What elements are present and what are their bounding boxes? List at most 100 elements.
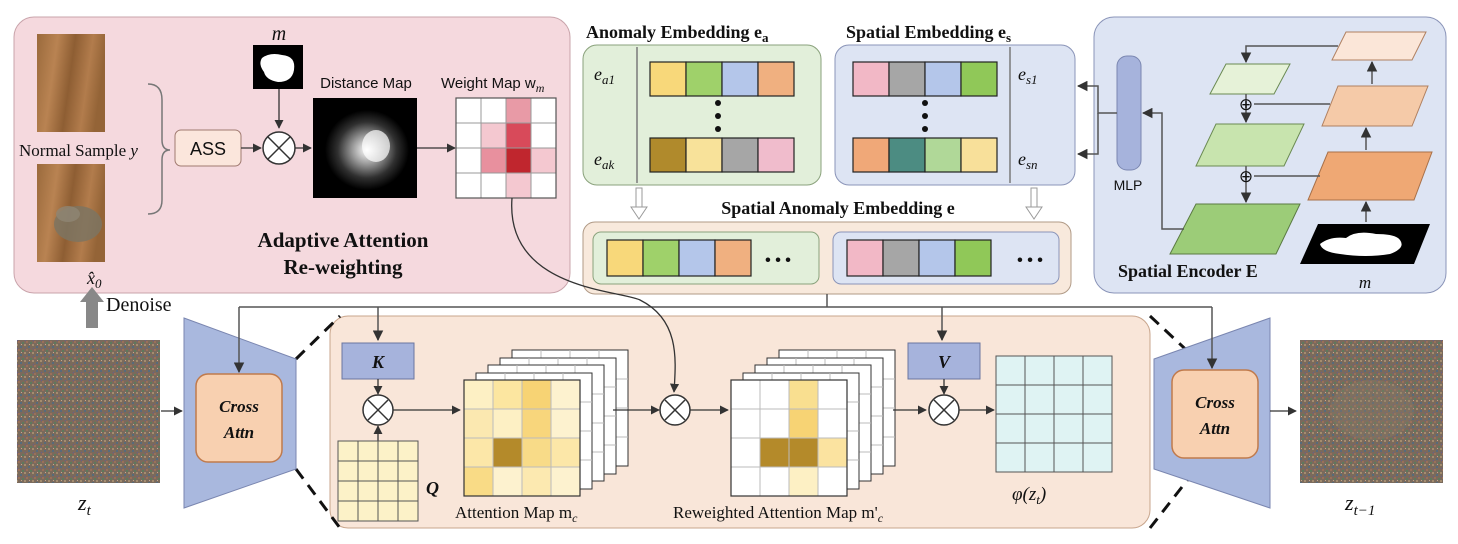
phi-cell (1024, 413, 1055, 444)
phi-cell (1024, 355, 1055, 386)
weight-map-cell (505, 147, 532, 174)
embedding-cell (685, 137, 723, 173)
weight-map-border (455, 97, 557, 199)
distance-map-label: Distance Map (320, 75, 412, 92)
embedding-cell (721, 61, 759, 97)
q-cell (397, 500, 419, 522)
zt1-label: zt−1 (1344, 490, 1375, 519)
weight-map-cell (530, 172, 557, 199)
attention-cell (788, 466, 819, 497)
phi-cell (1053, 442, 1084, 473)
attention-map-stack (463, 349, 629, 497)
q-cell (357, 440, 379, 462)
q-cell (397, 480, 419, 502)
zt-label: zt (77, 490, 92, 519)
sae-right-row (846, 239, 992, 277)
v-label: V (938, 352, 952, 372)
spatial-embedding-row-1 (852, 61, 998, 97)
attention-cell (492, 466, 523, 497)
q-cell (377, 480, 399, 502)
phi-cell (1024, 442, 1055, 473)
weight-map-cell (455, 122, 482, 149)
attention-cell (759, 379, 790, 410)
mask-m-label: m (272, 23, 286, 45)
encoder-green-mid (1195, 123, 1305, 167)
spatial-embedding-row-n (852, 137, 998, 173)
cross-attn-left-line2: Attn (223, 423, 254, 442)
v-block (907, 342, 981, 380)
normal-sample-image-top (37, 34, 105, 132)
anomaly-embedding-panel: ea1 eak (582, 44, 822, 186)
weight-map-cell (480, 147, 507, 174)
sae-left-ellipsis: • • • (765, 252, 791, 269)
phi-cell (995, 442, 1026, 473)
mlp-label: MLP (1114, 177, 1143, 193)
attention-cell (730, 437, 761, 468)
embedding-cell (642, 239, 680, 277)
attention-cell (521, 408, 552, 439)
weight-map-cell (455, 97, 482, 124)
weight-map-cell (455, 147, 482, 174)
attention-cell (817, 408, 848, 439)
embedding-cell (721, 137, 759, 173)
attention-cell (788, 437, 819, 468)
k-label: K (371, 352, 386, 372)
encoder-m-label: m (1359, 273, 1371, 292)
phi-cell (995, 413, 1026, 444)
attention-map-label: Attention Map mc (455, 503, 578, 525)
anomaly-embedding-row-k (649, 137, 795, 173)
q-label: Q (426, 478, 439, 498)
phi-cell (1053, 384, 1084, 415)
q-cell (357, 460, 379, 482)
attention-cell (788, 408, 819, 439)
phi-cell (1082, 384, 1113, 415)
attention-cell (463, 466, 494, 497)
embedding-cell (757, 61, 795, 97)
attention-cell (730, 466, 761, 497)
embedding-cell (606, 239, 644, 277)
q-cell (337, 480, 359, 502)
attention-cell (492, 437, 523, 468)
embedding-cell (924, 137, 962, 173)
q-cell (377, 460, 399, 482)
embedding-cell (918, 239, 956, 277)
zt1-noise-image (1300, 340, 1443, 483)
embedding-cell (888, 137, 926, 173)
attention-cell (759, 437, 790, 468)
q-cell (377, 440, 399, 462)
multiply-icon-v (928, 394, 960, 426)
embedding-cell (882, 239, 920, 277)
reweighted-attention-map-label: Reweighted Attention Map m'c (673, 503, 884, 525)
mlp-block (1116, 55, 1142, 171)
encoder-green-small (1209, 63, 1291, 95)
attention-cell (817, 379, 848, 410)
sae-right-ellipsis: • • • (1017, 252, 1043, 269)
cross-attn-right-line1: Cross (1195, 393, 1235, 412)
embedding-cell (852, 137, 890, 173)
attention-cell (492, 408, 523, 439)
attention-cell (788, 379, 819, 410)
plus-icon-upper: ⊕ (1239, 95, 1253, 114)
weight-map-cell (530, 97, 557, 124)
spatial-encoder-panel: MLP ⊕ ⊕ Spatial Encoder E m (1093, 16, 1447, 294)
embedding-cell (954, 239, 992, 277)
ass-label: ASS (190, 139, 226, 159)
attention-cell (463, 379, 494, 410)
embedding-cell (846, 239, 884, 277)
phi-cell (995, 384, 1026, 415)
q-cell (397, 440, 419, 462)
arp-title-line2: Re-weighting (284, 255, 403, 279)
q-cell (397, 460, 419, 482)
anomaly-e-a1-label: ea1 (594, 64, 615, 87)
stack-front-border (463, 379, 581, 497)
phi-output-grid (995, 355, 1113, 473)
spatial-anomaly-embedding-title: Spatial Anomaly Embedding e (721, 198, 955, 218)
encoder-green-large (1169, 203, 1301, 255)
cross-attn-right-line2: Attn (1199, 419, 1230, 438)
attention-cell (550, 379, 581, 410)
attention-cell (730, 379, 761, 410)
encoder-orange-small (1331, 31, 1427, 61)
sae-left-row (606, 239, 752, 277)
attention-cell (463, 437, 494, 468)
attention-cell (521, 437, 552, 468)
